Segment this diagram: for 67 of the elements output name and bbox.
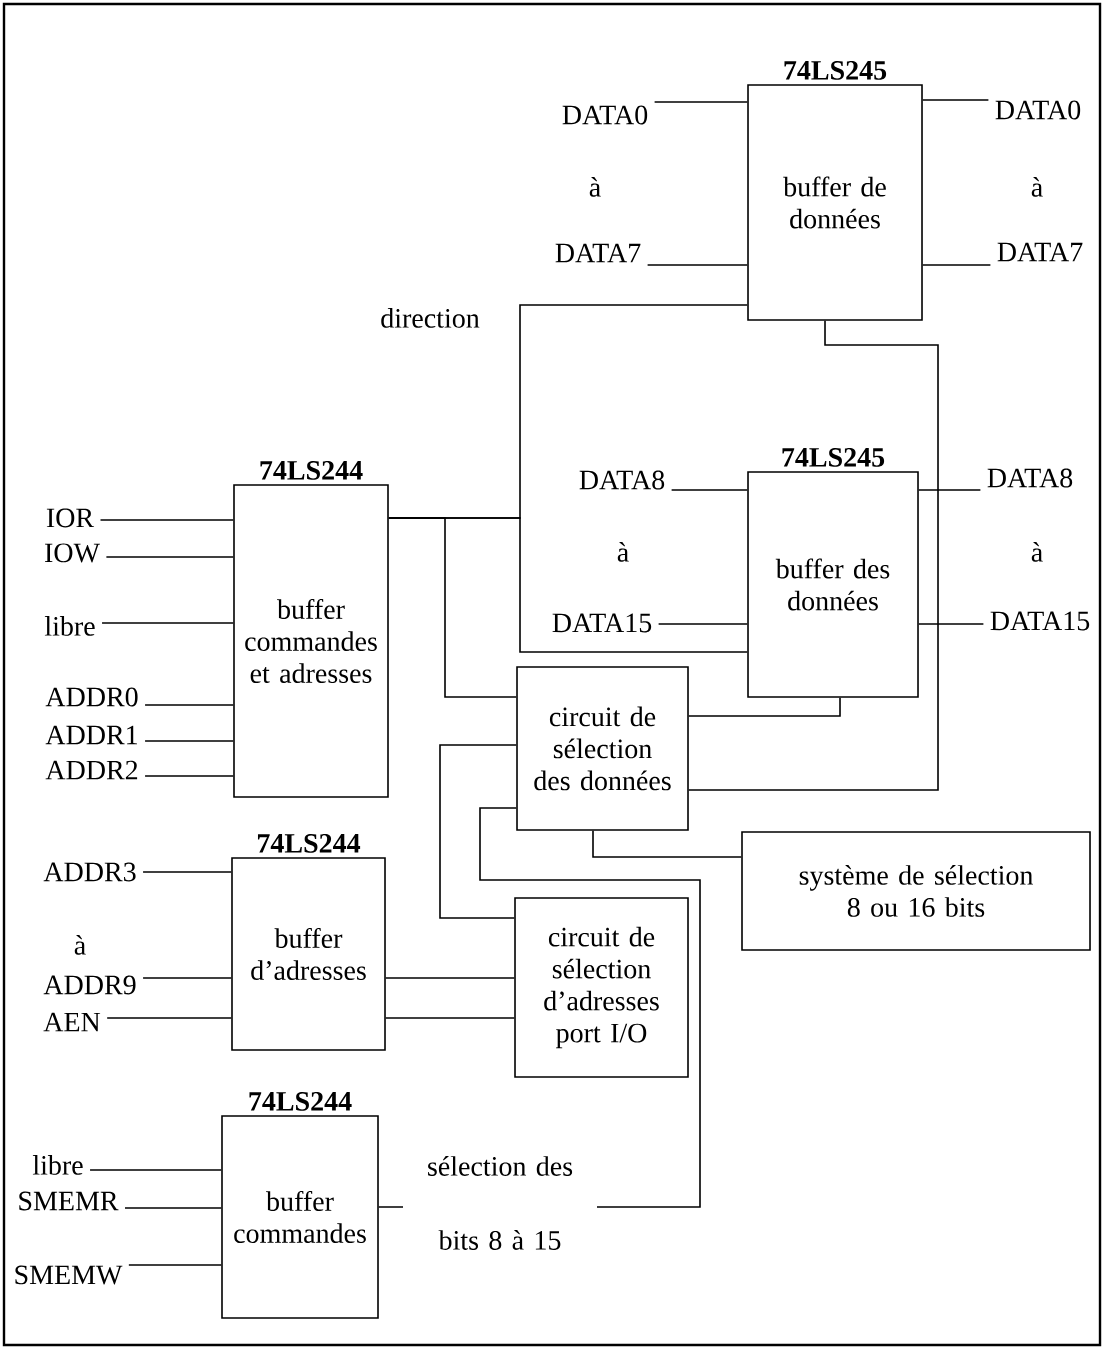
wire	[688, 320, 939, 791]
signal-label: libre	[44, 616, 95, 636]
signal-label: DATA15	[990, 611, 1090, 631]
wire	[388, 517, 517, 698]
wire	[918, 623, 985, 625]
wire	[144, 740, 234, 742]
signal-label: AEN	[43, 1012, 101, 1032]
wire	[439, 744, 517, 919]
range-label: à	[1031, 177, 1043, 197]
wire	[124, 1207, 222, 1209]
wire	[142, 871, 232, 873]
wire	[653, 101, 748, 103]
wire	[101, 622, 234, 624]
signal-label: DATA15	[552, 613, 652, 633]
wire	[657, 623, 748, 625]
signal-label: DATA7	[997, 242, 1083, 262]
range-label: à	[617, 542, 629, 562]
buffer-box: buffer commandes et adresses	[233, 484, 389, 798]
signal-label: DATA0	[995, 100, 1081, 120]
signal-label: SMEMW	[15, 1265, 123, 1285]
signal-label: DATA7	[555, 243, 641, 263]
chip-label: 74LS245	[784, 61, 887, 80]
signal-label: ADDR2	[45, 760, 138, 780]
wire	[144, 704, 234, 706]
edge-label: sélection des bits 8 à 15	[403, 1154, 597, 1252]
wire	[918, 489, 982, 491]
signal-label: ADDR9	[43, 975, 136, 995]
signal-label: DATA8	[987, 468, 1073, 488]
wire	[142, 977, 232, 979]
chip-label: 74LS244	[258, 834, 361, 853]
wire	[385, 977, 515, 979]
wire	[646, 264, 748, 266]
wire	[385, 1017, 515, 1019]
signal-label: DATA8	[579, 470, 665, 490]
signal-label: ADDR3	[43, 862, 136, 882]
range-label: à	[589, 177, 601, 197]
wire	[922, 264, 992, 266]
signal-label: direction	[381, 308, 480, 328]
wire	[688, 697, 841, 717]
wire	[99, 519, 234, 521]
wire	[592, 830, 742, 858]
signal-label: IOW	[45, 543, 100, 563]
range-label: à	[1031, 542, 1043, 562]
signal-label: ADDR1	[45, 725, 137, 745]
circuit-box: circuit de sélection des données	[516, 666, 689, 831]
wire	[922, 99, 990, 101]
chip-label: 74LS244	[260, 461, 363, 480]
wire	[670, 489, 748, 491]
signal-label: IOR	[46, 508, 95, 528]
wire	[128, 1264, 222, 1266]
selector-box: système de sélection 8 ou 16 bits	[741, 831, 1091, 951]
buffer-box: buffer de données	[747, 84, 923, 321]
chip-label: 74LS245	[782, 448, 885, 467]
range-label: à	[74, 935, 86, 955]
wire	[144, 775, 234, 777]
circuit-box: circuit de sélection d’adresses port I/O	[514, 897, 689, 1078]
buffer-box: buffer d’adresses	[231, 857, 386, 1051]
signal-label: ADDR0	[45, 687, 138, 707]
signal-label: DATA0	[562, 105, 648, 125]
wire	[106, 1017, 232, 1019]
buffer-box: buffer des données	[747, 471, 919, 698]
signal-label: SMEMR	[19, 1191, 119, 1211]
wire	[89, 1169, 222, 1171]
wire	[105, 556, 234, 558]
chip-label: 74LS244	[249, 1092, 352, 1111]
buffer-box: buffer commandes	[221, 1115, 379, 1319]
signal-label: libre	[32, 1155, 83, 1175]
